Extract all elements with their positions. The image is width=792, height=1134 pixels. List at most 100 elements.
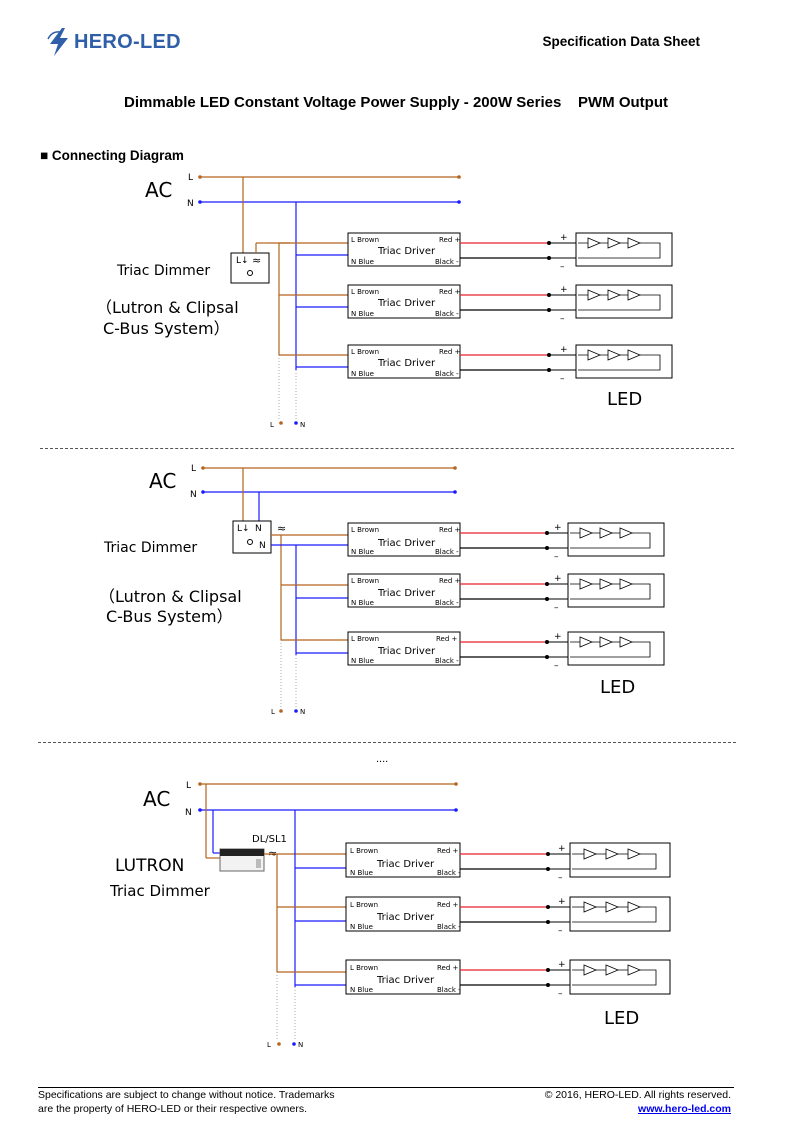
svg-text:Triac Dimmer: Triac Dimmer	[109, 882, 211, 900]
driver-row: L Brown N Blue Red + Black - Triac Drive…	[277, 959, 671, 999]
lutron-clipsal-label: （Lutron & Clipsal	[99, 587, 242, 606]
ac-label: AC	[149, 469, 176, 493]
lightning-logo-icon	[47, 28, 68, 56]
svg-text:–: –	[554, 661, 559, 671]
svg-text:L Brown: L Brown	[351, 348, 379, 356]
triac-dimmer-label: Triac Dimmer	[103, 540, 197, 556]
svg-text:Triac Driver: Triac Driver	[376, 859, 435, 870]
dimmer-l-label: L↓	[236, 256, 249, 266]
svg-text:–: –	[554, 603, 559, 613]
wiring-diagram-2: AC L N L↓ N N ≈ L N Triac Dimmer （Lutron…	[99, 464, 665, 716]
footer-rule	[38, 1087, 734, 1088]
svg-text:–: –	[558, 989, 563, 999]
svg-text:Black -: Black -	[435, 657, 459, 665]
svg-text:AC: AC	[149, 469, 176, 493]
svg-text:Triac Driver: Triac Driver	[377, 538, 436, 549]
cbus-label: C-Bus System）	[103, 319, 230, 338]
bottom-l-label: L	[271, 708, 275, 716]
lutron-clipsal-label: （Lutron & Clipsal	[96, 298, 239, 317]
website-link[interactable]: www.hero-led.com	[638, 1103, 731, 1115]
svg-text:Black -: Black -	[437, 986, 461, 994]
dimmer-l-label: L↓	[237, 524, 250, 534]
svg-text:–: –	[560, 314, 565, 324]
document-title: Dimmable LED Constant Voltage Power Supp…	[124, 94, 668, 111]
svg-text:N Blue: N Blue	[351, 310, 374, 318]
svg-text:LED: LED	[604, 1008, 639, 1029]
led-label: LED	[600, 677, 635, 698]
svg-text:AC: AC	[143, 787, 170, 811]
svg-text:L Brown: L Brown	[350, 964, 378, 972]
led-label: LED	[604, 1008, 639, 1029]
ac-l-label: L	[186, 781, 191, 791]
svg-text:Triac Driver: Triac Driver	[377, 588, 436, 599]
copyright-text: © 2016, HERO-LED. All rights reserved.	[544, 1089, 731, 1101]
svg-text:Triac Dimmer: Triac Dimmer	[103, 540, 197, 556]
driver-row: L Brown N Blue Red + Black - Triac Drive…	[281, 573, 665, 613]
svg-text:C-Bus System）: C-Bus System）	[106, 607, 233, 626]
sheet-title: Specification Data Sheet	[542, 34, 700, 49]
svg-text:N Blue: N Blue	[350, 869, 373, 877]
section-heading: ■ Connecting Diagram	[40, 148, 184, 163]
svg-text:–: –	[560, 374, 565, 384]
svg-text:LED: LED	[600, 677, 635, 698]
ac-n-label: N	[185, 808, 192, 818]
svg-text:L Brown: L Brown	[351, 635, 379, 643]
svg-text:Black -: Black -	[435, 548, 459, 556]
dl-sl1-label: DL/SL1	[252, 834, 287, 845]
bottom-n-label: N	[300, 708, 305, 716]
bottom-l-label: L	[270, 421, 274, 429]
svg-text:–: –	[558, 926, 563, 936]
svg-text:Red +: Red +	[437, 901, 459, 909]
svg-text:N Blue: N Blue	[351, 258, 374, 266]
svg-text:L Brown: L Brown	[350, 901, 378, 909]
svg-text:Black -: Black -	[437, 869, 461, 877]
svg-text:Triac Driver: Triac Driver	[377, 358, 436, 369]
svg-text:LED: LED	[607, 389, 642, 410]
ellipsis: ....	[376, 753, 389, 765]
svg-text:Black -: Black -	[437, 923, 461, 931]
footer-disclaimer: Specifications are subject to change wit…	[38, 1088, 335, 1116]
svg-text:Red +: Red +	[439, 288, 461, 296]
svg-text:Red +: Red +	[439, 577, 461, 585]
driver-row: L Brown N Blue Red + Black - Triac Drive…	[279, 344, 673, 384]
svg-text:N Blue: N Blue	[350, 923, 373, 931]
ac-label: AC	[145, 178, 172, 202]
footer-disclaimer-line-1: Specifications are subject to change wit…	[38, 1089, 335, 1101]
svg-text:AC: AC	[145, 178, 172, 202]
company-logo: HERO-LED	[46, 27, 181, 57]
svg-text:L Brown: L Brown	[351, 236, 379, 244]
svg-text:+: +	[558, 844, 566, 854]
lutron-label: LUTRON	[115, 856, 184, 876]
dimmer-n-label: N	[255, 524, 262, 534]
svg-text:N Blue: N Blue	[351, 370, 374, 378]
svg-text:L Brown: L Brown	[351, 288, 379, 296]
ac-label: AC	[143, 787, 170, 811]
svg-text:N Blue: N Blue	[351, 657, 374, 665]
svg-text:L Brown: L Brown	[351, 526, 379, 534]
svg-text:+: +	[554, 523, 562, 533]
svg-text:N Blue: N Blue	[350, 986, 373, 994]
svg-text:+: +	[554, 574, 562, 584]
svg-text:Triac Driver: Triac Driver	[376, 975, 435, 986]
svg-text:Triac Dimmer: Triac Dimmer	[116, 263, 210, 279]
section-divider	[40, 448, 734, 449]
dimmer-symbol: ≈	[277, 522, 286, 535]
driver-row: L Brown N Blue Red + Black - Triac Drive…	[281, 631, 665, 671]
svg-text:+: +	[558, 897, 566, 907]
svg-text:Black -: Black -	[435, 599, 459, 607]
dimmer-symbol: ≈	[252, 254, 261, 267]
lutron-dimmer-device	[219, 848, 265, 872]
svg-text:Black -: Black -	[435, 370, 459, 378]
led-label: LED	[607, 389, 642, 410]
wiring-diagram-1: AC L N L↓ ≈ L N Triac Dimmer （Lutron & C…	[96, 173, 673, 429]
svg-text:Triac Driver: Triac Driver	[377, 298, 436, 309]
svg-text:+: +	[560, 233, 568, 243]
svg-text:Red +: Red +	[437, 964, 459, 972]
svg-text:L Brown: L Brown	[351, 577, 379, 585]
svg-text:+: +	[560, 285, 568, 295]
svg-text:Red +: Red +	[439, 348, 461, 356]
svg-text:Red +: Red +	[439, 526, 461, 534]
svg-text:Triac Driver: Triac Driver	[377, 646, 436, 657]
svg-text:+: +	[554, 632, 562, 642]
driver-row: L Brown N Blue Red + Black - Triac Drive…	[277, 896, 671, 936]
